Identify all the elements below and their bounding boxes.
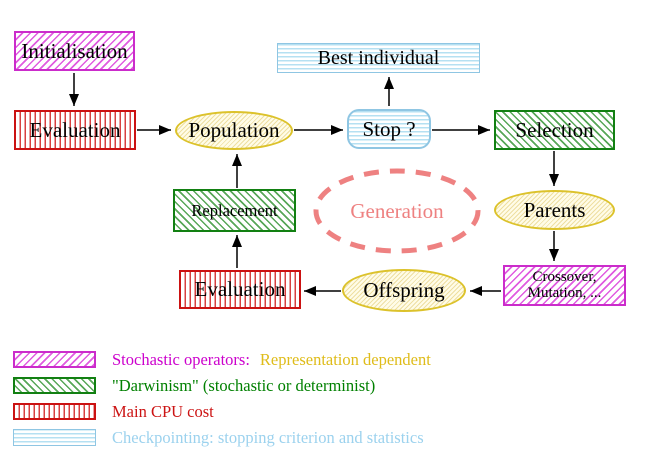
node-evaluation-top: Evaluation — [14, 110, 136, 150]
legend-label-stochastic-operators: Stochastic operators: Representation depe… — [112, 351, 431, 368]
legend-swatch-checkpointing — [13, 429, 96, 446]
node-generation-label: Generation — [350, 198, 444, 223]
node-parents-label: Parents — [523, 197, 586, 222]
legend-label-stochastic-operators-primary: Stochastic operators: — [112, 350, 250, 369]
node-crossover-label: Crossover, — [532, 268, 597, 285]
legend-label-darwinism: "Darwinism" (stochastic or determinist) — [112, 376, 376, 395]
node-initialisation: Initialisation — [14, 31, 135, 71]
node-offspring-label: Offspring — [363, 278, 445, 303]
node-best-individual-label: Best individual — [317, 46, 440, 69]
legend-swatch-main-cpu-cost — [13, 403, 96, 420]
node-generation: Generation — [315, 170, 479, 252]
node-population: Population — [175, 111, 293, 150]
legend-label-main-cpu-cost: Main CPU cost — [112, 402, 214, 421]
legend-swatch-stochastic-operators — [13, 351, 96, 368]
node-replacement: Replacement — [173, 189, 296, 232]
node-replacement-label: Replacement — [191, 200, 278, 220]
node-best-individual: Best individual — [277, 43, 480, 73]
legend-row-stochastic-operators: Stochastic operators: Representation depe… — [13, 351, 431, 368]
legend-label-checkpointing: Checkpointing: stopping criterion and st… — [112, 428, 424, 447]
node-population-label: Population — [188, 118, 280, 143]
legend-row-checkpointing: Checkpointing: stopping criterion and st… — [13, 429, 424, 446]
node-mutation-label: Mutation, ... — [527, 284, 602, 301]
node-stop: Stop ? — [347, 109, 431, 149]
node-crossover-mutation: Crossover, Mutation, ... — [503, 265, 626, 306]
node-parents: Parents — [494, 190, 615, 230]
node-selection-label: Selection — [515, 117, 594, 142]
node-evaluation-bottom-label: Evaluation — [194, 277, 286, 302]
node-evaluation-bottom: Evaluation — [179, 270, 301, 309]
generation-dashed-ellipse — [313, 168, 481, 254]
legend-row-main-cpu-cost: Main CPU cost — [13, 403, 214, 420]
node-evaluation-top-label: Evaluation — [29, 117, 121, 142]
legend-label-representation-dependent: Representation dependent — [259, 350, 431, 369]
node-stop-label: Stop ? — [362, 116, 416, 141]
node-offspring: Offspring — [342, 269, 466, 312]
node-selection: Selection — [494, 110, 615, 150]
node-initialisation-label: Initialisation — [21, 38, 128, 63]
legend-row-darwinism: "Darwinism" (stochastic or determinist) — [13, 377, 375, 394]
legend-swatch-darwinism — [13, 377, 96, 394]
